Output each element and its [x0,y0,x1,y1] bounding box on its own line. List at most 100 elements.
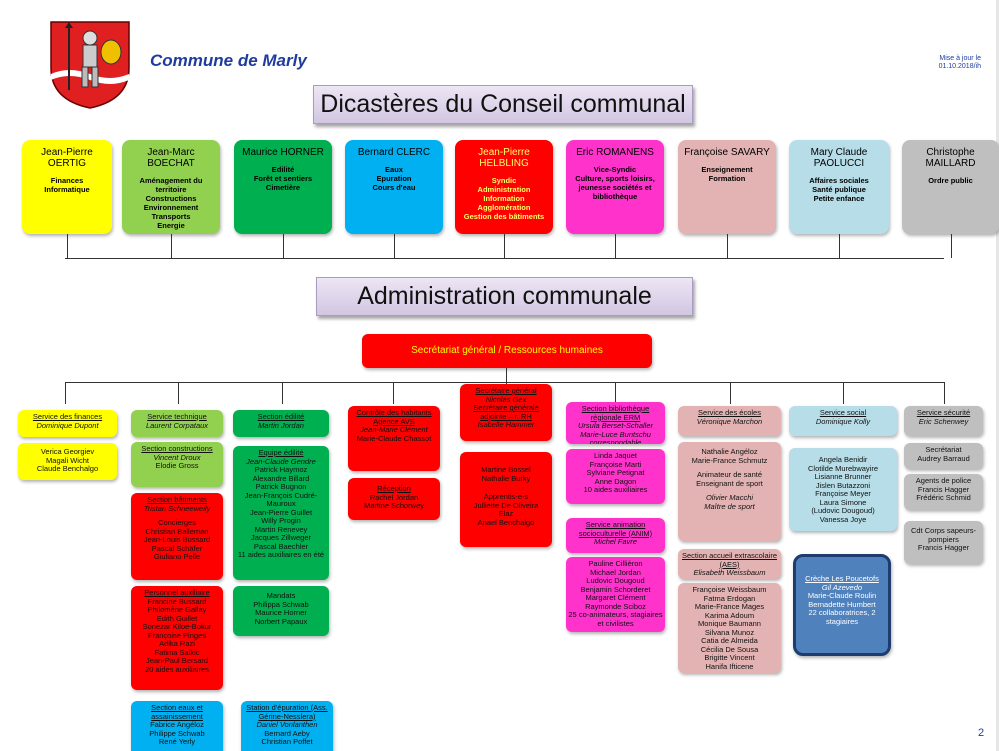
staff-name: Christian Poffet [261,737,313,746]
batiments-head: Tristan Schneeweily [143,503,211,513]
anim-head: Michel Favre [594,537,637,546]
admin-drop-line [178,382,179,404]
commune-crest-logo [50,21,130,109]
constructions-title: Section constructions [141,444,213,453]
staff-name: 11 aides auxiliaires en été [237,550,325,559]
council-member-name: Eric ROMANENS [576,147,654,158]
staff-name: Catia de Almeida [701,636,758,645]
staff-name: Martine Bossel [481,465,531,474]
staff-name: Françoise Marti [589,459,642,469]
bibliotheque-staff-box: Linda Jaquet Françoise Marti Sylviane Pe… [566,449,665,504]
council-drop-line [839,234,840,258]
staff-name: Jean-Paul Bersard [145,656,209,665]
staff-name: Elodie Gross [155,461,199,470]
staff-name: Margaret Clément [585,593,646,602]
council-member-name: Maurice HORNER [242,147,324,158]
council-duty: Forêt et sentiers [253,174,313,183]
staff-name: Sonezar Kiloe-Bokur [142,622,212,631]
staff-name: Françoise Weissbaum [692,585,767,594]
creche-head: Gil Azevedo [821,582,863,592]
mandats-box: Mandats Philippa Schwab Maurice Horner N… [233,586,329,636]
creche-title: Crèche Les Poucetofs [805,574,879,583]
connector-secretariat [506,368,507,382]
staff-name: Jean-François Cudré-Mauroux [244,490,318,508]
council-duty: Vice-Syndic [593,165,637,174]
finances-staff-box: Verica Georgiev Magali Wicht Claude Benc… [18,443,117,480]
staff-name: Martine Schorwey [363,501,425,510]
ecoles-title: Service des écoles [698,408,761,417]
admin-drop-line [843,382,844,404]
council-duty: Transports [151,212,191,221]
staff-name: Pauline Cillièron [588,559,643,568]
staff-name: Fatma Erdogan [703,593,756,603]
council-duty: Constructions [145,194,197,203]
staff-name: Anael Benchalgo [477,517,535,527]
council-duty: Affaires sociales [809,176,869,185]
edilite-title: Section édilité [257,412,305,421]
social-staff-box: Angela Benidir Clotilde Murebwayire Lisi… [789,448,897,531]
staff-name: Francine Bussard [147,596,207,606]
animation-staff-box: Pauline Cillièron Michael Jordan Ludovic… [566,557,665,632]
admin-drop-line [65,382,66,404]
secretariat-box: Secrétariat général / Ressources humaine… [362,334,652,368]
staff-name: 25 co-animateurs, stagiaires et civilist… [568,610,663,628]
staff-name: Francis Hagger [917,543,970,552]
social-title: Service social [819,408,867,417]
staff-name: Jean-Pierre Guillet [249,507,313,517]
bib-title: Section bibliothèque régionale ERM [581,404,650,422]
admin-drop-line [393,382,394,404]
staff-name: Vanessa Joye [819,514,867,524]
edilite-box: Section édilité Martin Jordan [233,410,329,437]
edilite-head: Martin Jordan [258,420,304,430]
staff-name: Rachel Jordan [369,492,419,502]
bib-head: Marie-Luce Buntschu correspondable [580,429,651,444]
council-member-name: Jean-Pierre OERTIG [41,147,93,169]
admin-connector [65,382,944,383]
council-member-name: Françoise SAVARY [684,147,770,158]
step-head: Daniel Vonlanthen [256,720,318,729]
police-title: Agents de police [915,476,972,485]
aes-box: Section accueil extrascolaire (AES) Elis… [678,549,781,579]
bibliotheque-box: Section bibliothèque régionale ERM Ursul… [566,402,665,444]
council-duty: Gestion des bâtiments [463,212,545,221]
pompiers-title: Cdt Corps sapeurs-pompiers [910,526,977,544]
council-duty: Administration [477,185,531,194]
commune-name: Commune de Marly [150,51,307,70]
staff-name: Frédéric Schmid [916,493,971,502]
auxiliaire-box: Personnel auxiliaire Francine Bussard Ph… [131,586,223,690]
council-member-name: Christophe MAILLARD [925,147,976,169]
council-duty: Information [483,194,525,203]
staff-name: Cécilia De Sousa [700,644,759,654]
council-duty: Formation [708,174,746,183]
staff-name: 22 collaboratrices, 2 stagiaires [808,608,876,626]
pompiers-box: Cdt Corps sapeurs-pompiers Francis Hagge… [904,521,983,564]
council-duty: Petite enfance [813,194,865,203]
staff-name: Philomène Gallay [147,605,207,614]
secretariat-securite-box: Secrétariat Audrey Barraud [904,443,983,469]
council-duty: Finances [50,176,84,185]
creche-box: Crèche Les Poucetofs Gil Azevedo Marie-C… [793,554,891,656]
sga-head: Isabelle Hammer [477,420,535,429]
council-duty: Syndic [491,176,517,185]
staff-name: Hanifa Ifticene [705,661,754,671]
update-date: Mise à jour le 01.10.2018/ih [905,55,981,71]
admin-drop-line [282,382,283,404]
staff-name: Claude Benchalgo [36,464,99,473]
staff-name: Maurice Horner [255,608,307,617]
council-banner: Dicastères du Conseil communal [313,85,693,124]
staff-name: Linda Jaquet [594,451,637,460]
staff-name: Brigitte Vincent [704,653,755,662]
bib-head: Ursula Berset-Schaller [577,421,654,430]
staff-name: Giuliano Pelle [153,552,201,561]
staff-name: Angela Benidir [818,455,868,464]
staff-name: Francis Hagger [917,484,970,494]
staff-name: (Ludovic Dougoud) [811,506,875,515]
